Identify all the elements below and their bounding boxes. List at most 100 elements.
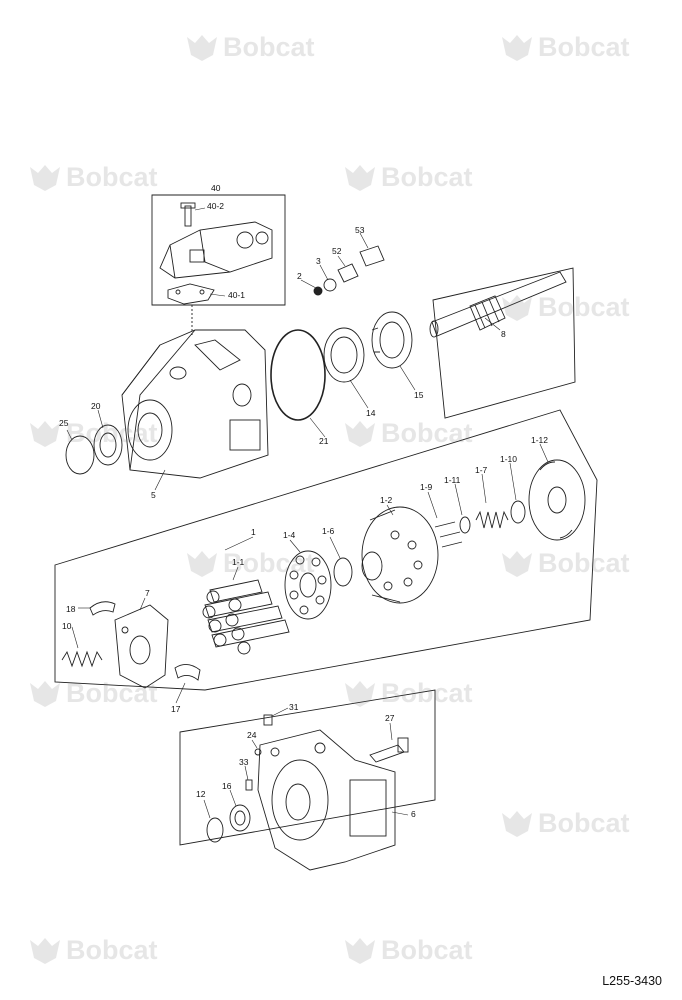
callout-1-2: 1-2 bbox=[380, 495, 393, 505]
callout-16: 16 bbox=[222, 781, 232, 791]
swash-plate-7 bbox=[114, 604, 169, 689]
callout-53: 53 bbox=[355, 225, 365, 235]
callout-8: 8 bbox=[501, 329, 506, 339]
callout-27: 27 bbox=[385, 713, 395, 723]
ball-2 bbox=[313, 286, 323, 296]
callout-31: 31 bbox=[289, 702, 299, 712]
spline-ring-1-6 bbox=[333, 557, 353, 587]
bobcat-logo-icon bbox=[30, 164, 60, 191]
o-ring-21 bbox=[270, 329, 326, 421]
callout-17: 17 bbox=[171, 704, 181, 714]
bobcat-logo-icon bbox=[345, 937, 375, 964]
callout-1-6: 1-6 bbox=[322, 526, 335, 536]
callout-3: 3 bbox=[316, 256, 321, 266]
cylinder-block-1-2 bbox=[361, 506, 439, 604]
orifice-24 bbox=[254, 748, 262, 756]
seal-14 bbox=[323, 327, 365, 383]
valve-plate-1-12 bbox=[528, 459, 586, 541]
bobcat-logo-icon bbox=[502, 34, 532, 61]
watermark-bobcat: Bobcat bbox=[343, 418, 473, 449]
watermark-bobcat: Bobcat bbox=[28, 935, 158, 966]
pin-31 bbox=[263, 714, 273, 726]
bobcat-logo-icon bbox=[30, 420, 60, 447]
bobcat-logo-icon bbox=[502, 550, 532, 577]
bearing-20 bbox=[93, 424, 123, 466]
group-box-40 bbox=[151, 194, 286, 306]
bobcat-logo-icon bbox=[502, 810, 532, 837]
callout-20: 20 bbox=[91, 401, 101, 411]
callout-1-4: 1-4 bbox=[283, 530, 296, 540]
watermark-bobcat: Bobcat bbox=[500, 292, 630, 323]
callout-40: 40 bbox=[211, 183, 221, 193]
snap-ring-12 bbox=[206, 817, 224, 843]
watermark-bobcat: Bobcat bbox=[500, 548, 630, 579]
spring-10 bbox=[61, 650, 103, 668]
watermark-bobcat: Bobcat bbox=[28, 678, 158, 709]
watermark-bobcat: Bobcat bbox=[343, 162, 473, 193]
watermark-bobcat: Bobcat bbox=[500, 808, 630, 839]
bobcat-logo-icon bbox=[30, 680, 60, 707]
callout-40-1: 40-1 bbox=[228, 290, 246, 300]
callout-40-2: 40-2 bbox=[207, 201, 225, 211]
end-cover-6 bbox=[257, 729, 396, 871]
group-box-6 bbox=[179, 689, 436, 846]
seat-3 bbox=[323, 278, 337, 292]
callout-7: 7 bbox=[145, 588, 150, 598]
pump-housing-5 bbox=[121, 329, 269, 479]
control-valve-40 bbox=[159, 202, 273, 279]
washer-1-11 bbox=[459, 516, 471, 534]
callout-12: 12 bbox=[196, 789, 206, 799]
callout-15: 15 bbox=[414, 390, 424, 400]
pistons-1-1 bbox=[202, 579, 290, 655]
bobcat-logo-icon bbox=[345, 420, 375, 447]
retainer-plate-1-4 bbox=[284, 550, 332, 620]
callout-1-9: 1-9 bbox=[420, 482, 433, 492]
bobcat-logo-icon bbox=[502, 294, 532, 321]
watermark-bobcat: Bobcat bbox=[185, 548, 315, 579]
callout-52: 52 bbox=[332, 246, 342, 256]
group-box-shaft bbox=[432, 267, 576, 419]
callout-1: 1 bbox=[251, 527, 256, 537]
snap-ring-25 bbox=[65, 435, 95, 475]
bearing-15 bbox=[371, 311, 413, 369]
bobcat-logo-icon bbox=[187, 550, 217, 577]
callout-24: 24 bbox=[247, 730, 257, 740]
spring-1-7 bbox=[475, 510, 509, 529]
watermark-bobcat: Bobcat bbox=[343, 935, 473, 966]
callout-14: 14 bbox=[366, 408, 376, 418]
pin-33 bbox=[245, 779, 253, 791]
bobcat-logo-icon bbox=[30, 937, 60, 964]
callout-1-7: 1-7 bbox=[475, 465, 488, 475]
callout-25: 25 bbox=[59, 418, 69, 428]
callout-1-10: 1-10 bbox=[500, 454, 518, 464]
bearing-16 bbox=[229, 804, 251, 832]
pin-1-9 bbox=[434, 521, 456, 528]
callout-1-12: 1-12 bbox=[531, 435, 549, 445]
shaft-8 bbox=[429, 271, 567, 338]
bushing-17 bbox=[174, 664, 201, 681]
callout-10: 10 bbox=[62, 621, 72, 631]
watermark-bobcat: Bobcat bbox=[185, 32, 315, 63]
callout-33: 33 bbox=[239, 757, 249, 767]
plug-53 bbox=[359, 245, 385, 267]
watermark-bobcat: Bobcat bbox=[343, 678, 473, 709]
gasket-40-1 bbox=[167, 283, 215, 305]
callout-5: 5 bbox=[151, 490, 156, 500]
bolt-27 bbox=[369, 744, 405, 763]
callout-18: 18 bbox=[66, 604, 76, 614]
bobcat-logo-icon bbox=[187, 34, 217, 61]
watermark-bobcat: Bobcat bbox=[28, 162, 158, 193]
figure-code: L255-3430 bbox=[602, 974, 662, 988]
callout-1-11: 1-11 bbox=[444, 475, 461, 485]
callout-21: 21 bbox=[319, 436, 329, 446]
ring-1-10 bbox=[510, 500, 526, 524]
bushing-18 bbox=[89, 601, 116, 616]
callout-6: 6 bbox=[411, 809, 416, 819]
bobcat-logo-icon bbox=[345, 164, 375, 191]
bobcat-logo-icon bbox=[345, 680, 375, 707]
sleeve-52 bbox=[337, 263, 359, 283]
callout-1-1: 1-1 bbox=[232, 557, 245, 567]
group-box-1 bbox=[54, 409, 598, 691]
watermark-bobcat: Bobcat bbox=[500, 32, 630, 63]
